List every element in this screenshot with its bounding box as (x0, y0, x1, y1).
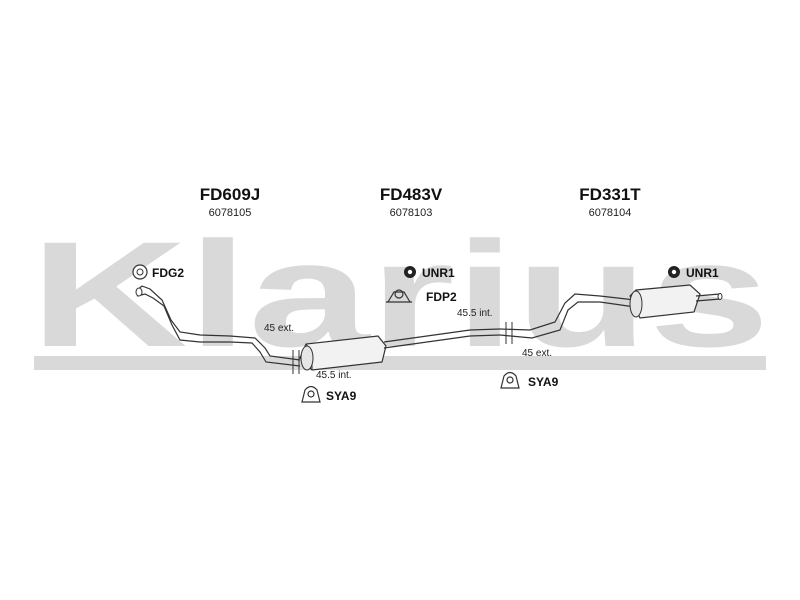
fdp2-bracket-icon (386, 289, 412, 303)
watermark-underline (34, 356, 766, 370)
dim-right-int: 45.5 int. (457, 308, 493, 319)
joint-marks-right (505, 322, 513, 344)
fitting-label-sya9-right: SYA9 (528, 375, 559, 389)
dim-left-int: 45.5 int. (316, 370, 352, 381)
unr1-rubber-icon (668, 266, 680, 278)
unr1-rubber-icon (404, 266, 416, 278)
front-pipe (135, 285, 301, 367)
section-number-6078103: 6078103 (390, 207, 433, 219)
centre-silencer (299, 328, 501, 371)
rear-silencer (629, 284, 723, 319)
fitting-label-sya9-left: SYA9 (326, 389, 357, 403)
section-number-6078105: 6078105 (209, 207, 252, 219)
sya9-clamp-icon (301, 385, 321, 403)
rear-pipe (499, 293, 636, 339)
fitting-label-unr1-middle: UNR1 (422, 266, 455, 280)
dim-right-ext: 45 ext. (522, 348, 552, 359)
section-number-6078104: 6078104 (589, 207, 632, 219)
fitting-label-fdp2: FDP2 (426, 290, 457, 304)
section-code-fd331t: FD331T (579, 185, 641, 204)
section-code-fd609j: FD609J (200, 185, 260, 204)
fitting-label-unr1-right: UNR1 (686, 266, 719, 280)
fdg2-ring-icon (132, 264, 148, 280)
dim-left-ext: 45 ext. (264, 323, 294, 334)
section-code-fd483v: FD483V (380, 185, 443, 204)
joint-marks-left (292, 350, 300, 374)
sya9-clamp-icon (500, 371, 520, 389)
fitting-label-fdg2: FDG2 (152, 266, 184, 280)
